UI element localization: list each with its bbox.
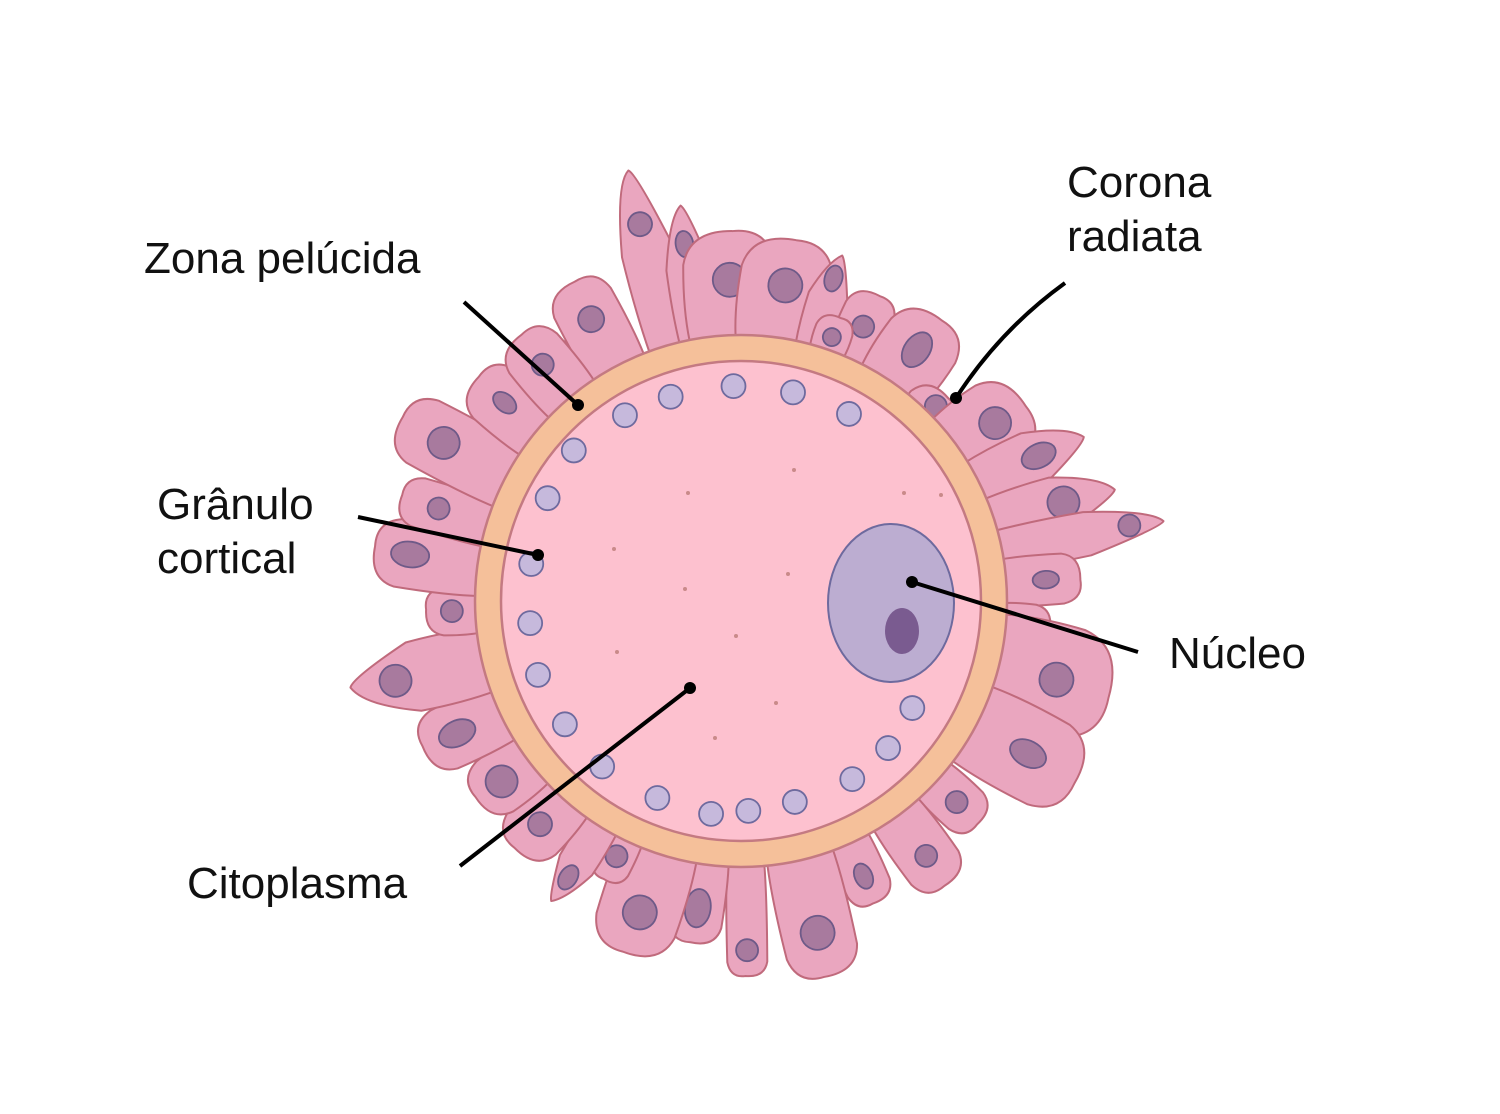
cortical-granule xyxy=(534,485,561,512)
corona-cell-nucleus xyxy=(426,426,461,460)
cytoplasm-speck xyxy=(939,493,943,497)
corona-cell xyxy=(948,684,1086,808)
label-nucleo: Núcleo xyxy=(1169,629,1306,678)
corona-cell-nucleus xyxy=(1020,441,1057,471)
label-citoplasma: Citoplasma xyxy=(187,859,408,908)
label-corona-radiata-line1: Corona xyxy=(1067,158,1212,207)
corona-cell-nucleus xyxy=(851,314,876,339)
cortical-granule xyxy=(735,797,762,824)
cortical-granule xyxy=(560,437,587,464)
cytoplasm-speck xyxy=(792,468,796,472)
corona-cell xyxy=(960,429,1085,513)
cortical-granule xyxy=(657,383,684,410)
corona-cell-nucleus xyxy=(426,496,451,521)
corona-cell xyxy=(349,626,498,712)
corona-cell-nucleus xyxy=(1031,569,1060,590)
corona-cell-nucleus xyxy=(527,811,553,838)
cortical-granule xyxy=(517,610,544,637)
leader-dot-zona-pellucida xyxy=(572,399,584,411)
leader-dot-citoplasma xyxy=(684,682,696,694)
corona-cell-nucleus xyxy=(438,718,477,749)
cortical-granule xyxy=(525,661,551,688)
cytoplasm-speck xyxy=(902,491,906,495)
cytoplasm-speck xyxy=(786,572,790,576)
corona-cell-body xyxy=(349,626,498,712)
cortical-granule xyxy=(720,373,747,400)
leader-dot-corona-radiata xyxy=(950,392,962,404)
corona-cell-body xyxy=(765,843,859,980)
label-corona-radiata-line2: radiata xyxy=(1067,212,1202,261)
cortical-granule xyxy=(551,711,578,738)
nucleolus xyxy=(885,608,919,654)
corona-cell-nucleus xyxy=(852,862,875,890)
cortical-granule xyxy=(899,695,926,721)
cytoplasm-speck xyxy=(615,650,619,654)
cortical-granules xyxy=(517,373,926,827)
corona-cell xyxy=(725,857,769,978)
corona-cell-nucleus xyxy=(378,663,413,698)
leader-zona-pellucida xyxy=(462,300,580,407)
corona-cell-nucleus xyxy=(767,267,804,304)
cytoplasm-speck xyxy=(612,547,616,551)
corona-cell-nucleus xyxy=(1117,513,1142,538)
corona-cell-nucleus xyxy=(1009,738,1047,769)
label-granulo-cortical-line2: cortical xyxy=(157,534,297,583)
corona-cell-nucleus xyxy=(900,331,934,368)
corona-cell-nucleus xyxy=(439,599,464,623)
label-corona-radiata: Corona radiata xyxy=(1067,156,1211,264)
corona-cell xyxy=(551,275,647,389)
cytoplasm-speck xyxy=(686,491,690,495)
corona-cell-nucleus xyxy=(390,540,431,569)
corona-cell xyxy=(424,585,485,637)
leader-nucleo xyxy=(911,580,1139,654)
cytoplasm-speck xyxy=(774,701,778,705)
corona-cell-nucleus xyxy=(484,764,519,799)
corona-cell-nucleus xyxy=(823,264,844,293)
corona-cell-nucleus xyxy=(557,864,580,891)
egg-nucleus xyxy=(827,523,955,683)
corona-radiata-cells xyxy=(349,169,1165,980)
cortical-granule xyxy=(698,801,724,827)
label-granulo-cortical: Grânulo cortical xyxy=(157,478,314,586)
corona-cell-nucleus xyxy=(621,894,658,931)
cytoplasm-speck xyxy=(734,634,738,638)
cytoplasm-speck xyxy=(683,587,687,591)
cortical-granule xyxy=(781,789,808,815)
cytoplasm-speck xyxy=(713,736,717,740)
leader-dot-granulo-cortical xyxy=(532,549,544,561)
corona-cell xyxy=(549,809,621,903)
corona-cell-nucleus xyxy=(735,938,759,963)
corona-cell-nucleus xyxy=(821,327,842,348)
corona-cell-nucleus xyxy=(914,843,939,868)
cortical-granule xyxy=(839,766,866,792)
label-granulo-cortical-line1: Grânulo xyxy=(157,480,314,529)
corona-cell-nucleus xyxy=(627,211,653,238)
corona-cell-nucleus xyxy=(577,305,606,334)
leader-lines xyxy=(357,281,1139,868)
corona-cell xyxy=(995,552,1082,608)
corona-cell-nucleus xyxy=(799,914,836,951)
cortical-granule xyxy=(644,785,671,811)
corona-cell-body xyxy=(551,275,647,389)
label-zona-pellucida: Zona pelúcida xyxy=(144,234,421,283)
cortical-granule xyxy=(875,735,901,761)
corona-cell-nucleus xyxy=(492,390,518,415)
cytoplasm-specks xyxy=(612,468,943,740)
leader-citoplasma xyxy=(458,686,692,868)
leader-corona-radiata xyxy=(954,281,1067,400)
corona-cell-nucleus xyxy=(978,406,1013,440)
leader-dot-nucleo xyxy=(906,576,918,588)
cortical-granule xyxy=(612,402,638,429)
cortical-granule xyxy=(836,401,862,427)
corona-cell xyxy=(765,843,859,980)
corona-cell-nucleus xyxy=(1038,661,1075,698)
corona-cell-nucleus xyxy=(944,790,969,814)
cortical-granule xyxy=(780,379,806,406)
leader-granulo-cortical xyxy=(357,515,539,557)
cytoplasm xyxy=(499,359,983,843)
